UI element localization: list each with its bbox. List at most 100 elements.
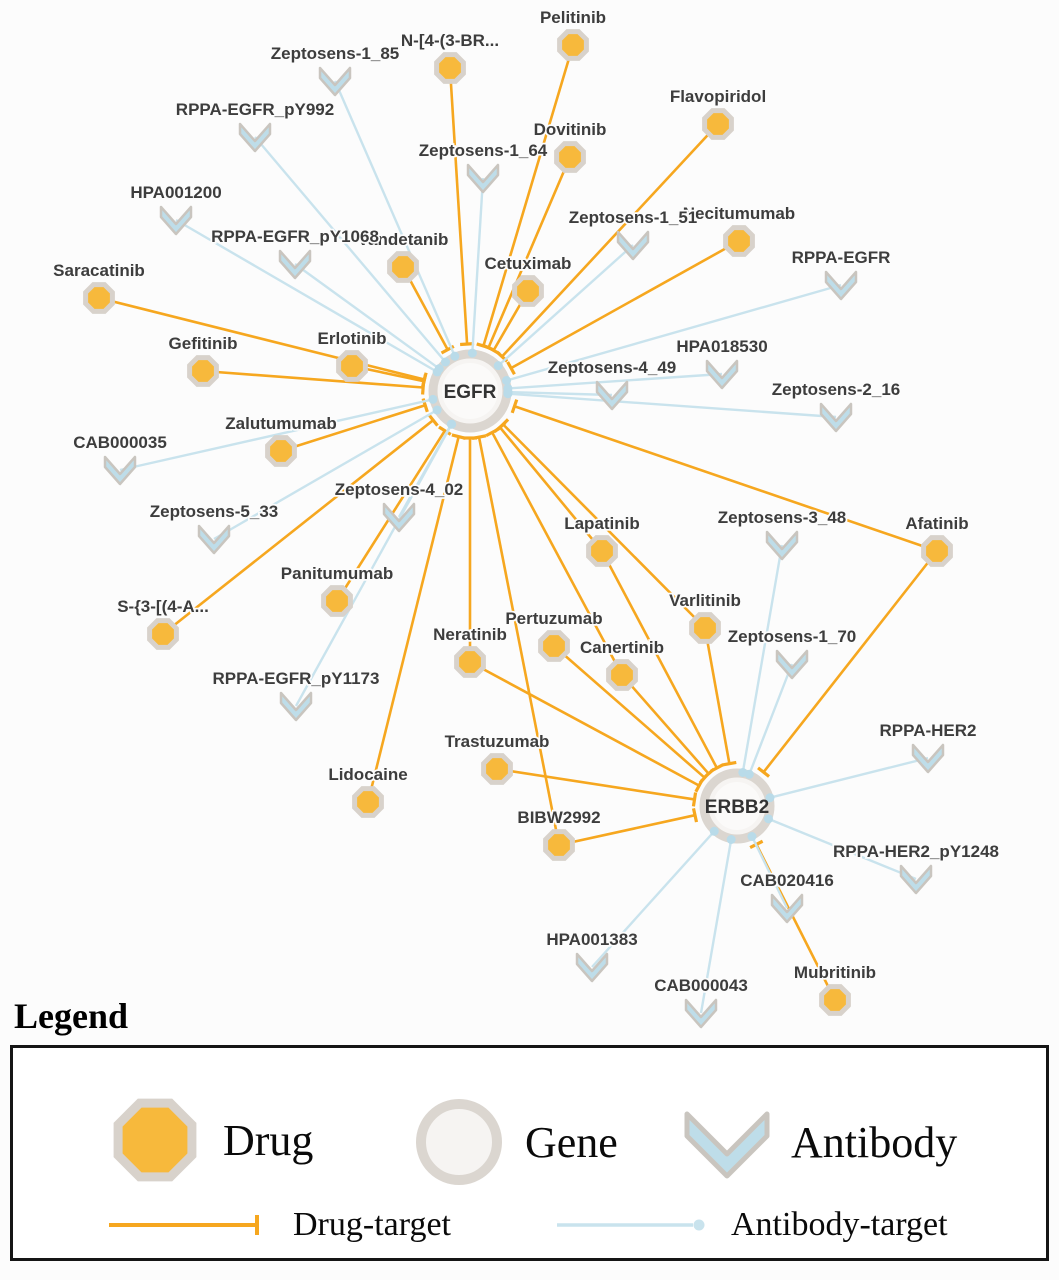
- antibody-node-rppa-egfr-py1173[interactable]: [279, 691, 313, 722]
- drug-edge-tee: [722, 760, 737, 767]
- drug-label-neratinib: Neratinib: [433, 625, 507, 644]
- drug-node-panitumumab[interactable]: [321, 585, 353, 617]
- antibody-node-rppa-egfr[interactable]: [824, 270, 858, 301]
- antibody-node-zeptosens-4-02[interactable]: [382, 502, 416, 533]
- drug-label-n-4-3-br: N-[4-(3-BR...: [401, 31, 499, 50]
- antibody-node-cab020416[interactable]: [770, 893, 804, 924]
- legend-title: Legend: [14, 996, 129, 1036]
- drug-target-edge-gefitinib-egfr: [202, 369, 424, 389]
- antibody-target-edge-zeptosens-1-85-egfr: [333, 80, 456, 357]
- drug-node-dovitinib[interactable]: [554, 141, 586, 173]
- antibody-node-hpa018530[interactable]: [705, 359, 739, 390]
- antibody-endpoint-dot: [434, 364, 444, 374]
- antibody-icon: [684, 1111, 770, 1179]
- antibody-node-zeptosens-1-70[interactable]: [775, 649, 809, 680]
- antibody-target-edge-zeptosens-1-51-egfr: [497, 244, 634, 367]
- drug-target-edge-flavopiridol-egfr: [501, 123, 719, 358]
- antibody-label-cab000043: CAB000043: [654, 976, 748, 995]
- antibody-target-edge-cab000035-egfr: [119, 398, 434, 472]
- antibody-node-rppa-egfr-py1068[interactable]: [278, 249, 312, 280]
- antibody-label-zeptosens-1-64: Zeptosens-1_64: [419, 141, 548, 160]
- drug-node-pertuzumab[interactable]: [538, 630, 570, 662]
- drug-node-flavopiridol[interactable]: [702, 108, 734, 140]
- antibody-node-zeptosens-3-48[interactable]: [765, 530, 799, 561]
- drug-node-vandetanib[interactable]: [387, 251, 419, 283]
- antibody-label-zeptosens-3-48: Zeptosens-3_48: [718, 508, 847, 527]
- antibody-target-edge-cab000043-erbb2: [699, 839, 733, 1014]
- drug-node-n-4-3-br[interactable]: [434, 52, 466, 84]
- antibody-node-zeptosens-1-64[interactable]: [466, 163, 500, 194]
- antibody-target-edge-rppa-egfr-egfr: [506, 283, 842, 382]
- drug-node-bibw2992[interactable]: [543, 829, 575, 861]
- antibody-target-edge-hpa001200-egfr: [175, 218, 438, 373]
- drug-node-lidocaine[interactable]: [352, 786, 384, 818]
- antibody-endpoint-dot: [432, 405, 442, 415]
- drug-node-lapatinib[interactable]: [586, 535, 618, 567]
- drug-node-varlitinib[interactable]: [689, 612, 721, 644]
- drug-edge-tee: [691, 808, 699, 823]
- drug-target-edge-afatinib-erbb2: [762, 550, 939, 773]
- drug-target-edge-varlitinib-egfr: [502, 423, 706, 629]
- drug-node-canertinib[interactable]: [606, 659, 638, 691]
- drug-node-pelitinib[interactable]: [557, 29, 589, 61]
- antibody-node-zeptosens-1-85[interactable]: [318, 66, 352, 97]
- antibody-node-cab000043[interactable]: [684, 998, 718, 1029]
- drug-edge-sample: [109, 1215, 259, 1235]
- antibody-endpoint-dot: [503, 389, 513, 399]
- drug-target-edge-necitumumab-egfr: [510, 239, 740, 370]
- drug-edge-tee: [506, 361, 516, 376]
- drug-node-necitumumab[interactable]: [723, 225, 755, 257]
- drug-label-erlotinib: Erlotinib: [318, 329, 387, 348]
- drug-target-edge-canertinib-erbb2: [621, 674, 710, 775]
- drug-node-zalutumumab[interactable]: [265, 435, 297, 467]
- drug-node-saracatinib[interactable]: [83, 282, 115, 314]
- drug-label-vandetanib: Vandetanib: [358, 230, 449, 249]
- antibody-label-zeptosens-1-70: Zeptosens-1_70: [728, 627, 857, 646]
- antibody-endpoint-dot: [747, 832, 757, 842]
- gene-label-erbb2: ERBB2: [705, 797, 769, 818]
- drug-node-trastuzumab[interactable]: [481, 753, 513, 785]
- drug-edge-tee: [427, 413, 439, 427]
- antibody-target-edge-cab020416-erbb2: [750, 836, 789, 909]
- drug-target-edge-zalutumumab-egfr: [280, 403, 426, 453]
- drug-target-edge-dovitinib-egfr: [487, 156, 572, 349]
- antibody-node-hpa001200[interactable]: [159, 205, 193, 236]
- antibody-node-zeptosens-2-16[interactable]: [819, 402, 853, 433]
- antibody-node-rppa-egfr-py992[interactable]: [238, 122, 272, 153]
- antibody-endpoint-dot: [493, 361, 503, 371]
- antibody-node-zeptosens-1-51[interactable]: [616, 230, 650, 261]
- drug-edge-tee: [702, 767, 715, 780]
- drug-node-cetuximab[interactable]: [512, 275, 544, 307]
- drug-edge-tee: [451, 433, 466, 440]
- drug-label-pelitinib: Pelitinib: [540, 8, 606, 27]
- drug-node-erlotinib[interactable]: [336, 350, 368, 382]
- antibody-target-edge-hpa018530-egfr: [507, 372, 723, 390]
- legend-antibody-label: Antibody: [791, 1117, 958, 1167]
- antibody-node-rppa-her2[interactable]: [911, 743, 945, 774]
- drug-label-saracatinib: Saracatinib: [53, 261, 145, 280]
- antibody-node-zeptosens-4-49[interactable]: [595, 380, 629, 411]
- legend-drug-edge-label: Drug-target: [293, 1206, 451, 1243]
- drug-label-bibw2992: BIBW2992: [517, 808, 600, 827]
- antibody-node-zeptosens-5-33[interactable]: [197, 524, 231, 555]
- antibody-label-hpa018530: HPA018530: [676, 337, 767, 356]
- drug-label-lapatinib: Lapatinib: [564, 514, 640, 533]
- gene-node-inner: [713, 782, 761, 830]
- drug-node-neratinib[interactable]: [454, 646, 486, 678]
- antibody-node-hpa001383[interactable]: [575, 952, 609, 983]
- network-canvas[interactable]: EGFRERBB2PelitinibN-[4-(3-BR...Flavopiri…: [0, 0, 1059, 1040]
- legend-item-antibody: Antibody: [681, 1100, 957, 1184]
- drug-node-mubritinib[interactable]: [819, 984, 851, 1016]
- drug-target-edge-lapatinib-egfr: [498, 426, 604, 552]
- drug-node-gefitinib[interactable]: [187, 355, 219, 387]
- drug-label-canertinib: Canertinib: [580, 638, 664, 657]
- antibody-endpoint-dot: [450, 351, 460, 361]
- drug-node-afatinib[interactable]: [921, 535, 953, 567]
- drug-edge-tee: [691, 792, 698, 807]
- drug-node-s-3-4-a[interactable]: [147, 618, 179, 650]
- drug-target-edge-lapatinib-erbb2: [600, 550, 719, 769]
- antibody-node-rppa-her2-py1248[interactable]: [899, 864, 933, 895]
- antibody-node-cab000035[interactable]: [103, 455, 137, 486]
- antibody-target-edge-rppa-egfr-py1068-egfr: [294, 263, 440, 370]
- drug-label-panitumumab: Panitumumab: [281, 564, 393, 583]
